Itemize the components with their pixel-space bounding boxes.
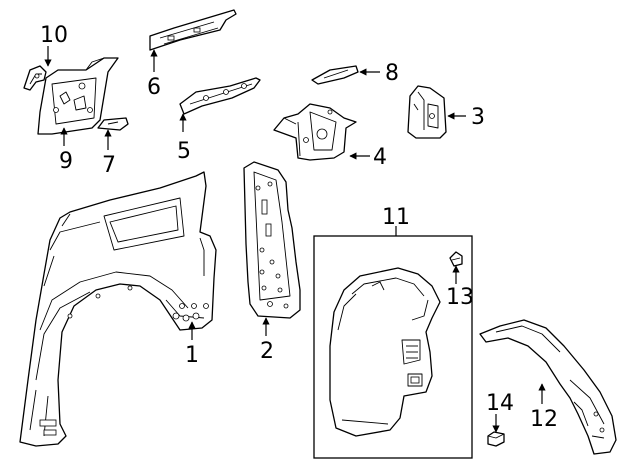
part-1-quarter-panel xyxy=(19,171,217,447)
part-12-splash-shield xyxy=(479,319,617,455)
callout-9: 9 xyxy=(59,149,73,174)
leader-lines xyxy=(44,46,546,433)
callout-6: 6 xyxy=(147,75,161,100)
part-6-rail xyxy=(149,9,237,51)
callout-5: 5 xyxy=(177,139,191,164)
callout-7: 7 xyxy=(102,153,116,178)
callout-labels: 1 2 3 4 5 6 7 8 9 10 11 12 13 14 xyxy=(40,23,558,432)
part-8-bracket xyxy=(311,65,359,85)
part-5-rail xyxy=(179,77,261,115)
part-4-mount xyxy=(273,103,357,161)
part-14-block xyxy=(487,431,505,447)
callout-4: 4 xyxy=(373,145,387,170)
part-10-clip xyxy=(23,65,47,91)
callout-2: 2 xyxy=(260,339,274,364)
part-2-pillar xyxy=(243,161,301,319)
callout-14: 14 xyxy=(486,391,514,416)
callout-3: 3 xyxy=(471,105,485,130)
part-11-group-box xyxy=(313,235,473,459)
callout-10: 10 xyxy=(40,23,68,48)
part-7-plate xyxy=(97,117,129,131)
part-13-clip xyxy=(449,251,463,267)
part-9-bracket xyxy=(37,57,119,135)
callout-11: 11 xyxy=(382,205,410,230)
callout-12: 12 xyxy=(530,407,558,432)
callout-8: 8 xyxy=(385,61,399,86)
part-11-liner xyxy=(329,267,441,437)
callout-1: 1 xyxy=(185,343,199,368)
callout-13: 13 xyxy=(446,285,474,310)
part-3-bracket xyxy=(407,85,447,139)
